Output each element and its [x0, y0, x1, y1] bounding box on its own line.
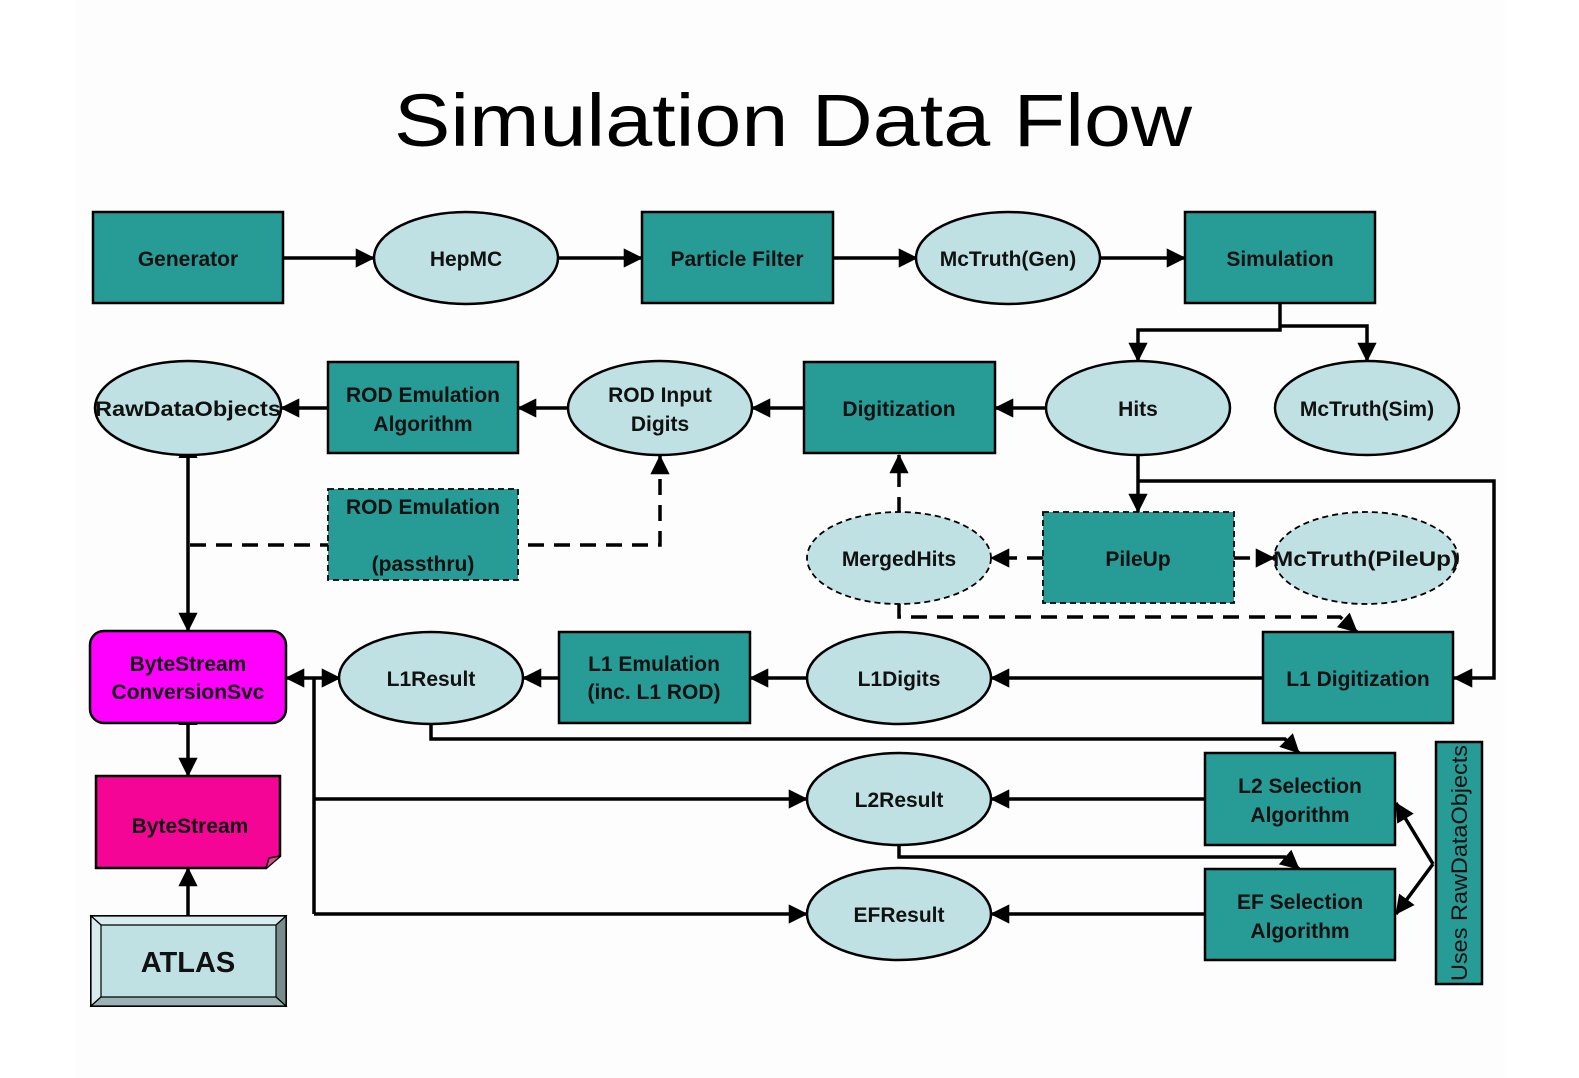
- node-label: MergedHits: [842, 548, 956, 571]
- node-label: ATLAS: [141, 947, 236, 979]
- node-label: L1Digits: [858, 668, 941, 691]
- node-mctruth-sim[interactable]: McTruth(Sim): [1273, 359, 1461, 457]
- node-label: Digitization: [842, 398, 955, 421]
- edge-merged-hits-l1-digitization: [897, 603, 1359, 634]
- edge-l1result-l2-selection: [429, 722, 1301, 755]
- node-rod-emulation-passthru[interactable]: ROD Emulation (passthru): [327, 488, 519, 581]
- node-digitization[interactable]: Digitization: [802, 360, 997, 455]
- node-label: L1 Emulation: [588, 653, 720, 676]
- node-l1-emulation[interactable]: L1 Emulation (inc. L1 ROD): [557, 630, 752, 725]
- node-label: Particle Filter: [670, 248, 803, 271]
- node-rod-input-digits[interactable]: ROD Input Digits: [566, 359, 754, 457]
- node-label: EFResult: [853, 904, 944, 927]
- node-label: ConversionSvc: [112, 681, 265, 704]
- node-label: Uses RawDataObjects: [1447, 745, 1472, 981]
- node-label: Generator: [138, 248, 238, 271]
- node-particle-filter[interactable]: Particle Filter: [640, 210, 835, 305]
- node-pileup[interactable]: PileUp: [1042, 511, 1235, 604]
- node-label: Digits: [631, 413, 689, 436]
- node-l1-digitization[interactable]: L1 Digitization: [1261, 630, 1455, 725]
- node-label: ROD Input: [608, 384, 712, 407]
- node-label: Algorithm: [373, 413, 472, 436]
- node-label: ByteStream: [130, 653, 247, 676]
- node-raw-data-objects[interactable]: RawDataObjects: [93, 359, 283, 457]
- node-efresult[interactable]: EFResult: [805, 866, 993, 962]
- node-label: HepMC: [430, 248, 502, 271]
- node-l1digits[interactable]: L1Digits: [805, 630, 993, 726]
- node-label: (passthru): [372, 553, 475, 576]
- node-ef-selection[interactable]: EF Selection Algorithm: [1203, 867, 1397, 962]
- node-label: McTruth(Gen): [940, 248, 1077, 271]
- node-label: Algorithm: [1250, 920, 1349, 943]
- node-label: ByteStream: [132, 815, 249, 838]
- edge-simulation-hits: [1128, 303, 1282, 362]
- node-hepmc[interactable]: HepMC: [372, 210, 560, 306]
- edge-l2result-ef-selection: [897, 845, 1301, 871]
- node-label: ROD Emulation: [346, 496, 500, 519]
- edge-hits-l1-digitization: [1138, 479, 1496, 688]
- node-label: RawDataObjects: [95, 398, 281, 421]
- node-merged-hits[interactable]: MergedHits: [806, 511, 992, 605]
- node-label: Algorithm: [1250, 804, 1349, 827]
- node-label: McTruth(Sim): [1300, 398, 1434, 421]
- node-l2result[interactable]: L2Result: [805, 751, 993, 847]
- node-uses-raw-data-objects[interactable]: Uses RawDataObjects: [1434, 740, 1484, 986]
- node-label: Hits: [1118, 398, 1158, 421]
- node-rod-emulation-algorithm[interactable]: ROD Emulation Algorithm: [326, 360, 520, 455]
- node-label: ROD Emulation: [346, 384, 500, 407]
- node-label: L1Result: [387, 668, 476, 691]
- edge-uses-rdo-ef-selection: [1394, 862, 1435, 916]
- node-label: Simulation: [1226, 248, 1333, 271]
- node-mctruth-pileup[interactable]: McTruth(PileUp): [1273, 511, 1459, 605]
- node-atlas[interactable]: ATLAS: [89, 914, 288, 1008]
- node-generator[interactable]: Generator: [91, 210, 285, 305]
- node-label: L1 Digitization: [1286, 668, 1430, 691]
- edge-uses-rdo-l2-selection: [1394, 802, 1435, 865]
- node-bytestream-conversion-svc[interactable]: ByteStream ConversionSvc: [88, 629, 288, 725]
- edges: [178, 248, 1496, 924]
- node-bytestream[interactable]: ByteStream: [94, 774, 282, 870]
- node-label: PileUp: [1105, 548, 1170, 571]
- nodes: Generator HepMC Particle Filter McTruth(…: [88, 210, 1484, 1008]
- node-mctruth-gen[interactable]: McTruth(Gen): [914, 210, 1102, 306]
- node-label: McTruth(PileUp): [1273, 548, 1459, 571]
- node-label: L2 Selection: [1238, 775, 1362, 798]
- edge-simulation-mctruth-sim: [1280, 324, 1377, 362]
- node-l1result[interactable]: L1Result: [337, 630, 525, 726]
- node-label: EF Selection: [1237, 891, 1363, 914]
- page-title: Simulation Data Flow: [394, 79, 1193, 162]
- node-l2-selection[interactable]: L2 Selection Algorithm: [1203, 751, 1397, 847]
- node-simulation[interactable]: Simulation: [1183, 210, 1377, 305]
- node-hits[interactable]: Hits: [1044, 359, 1232, 457]
- node-label: (inc. L1 ROD): [587, 681, 720, 704]
- node-label: L2Result: [855, 789, 944, 812]
